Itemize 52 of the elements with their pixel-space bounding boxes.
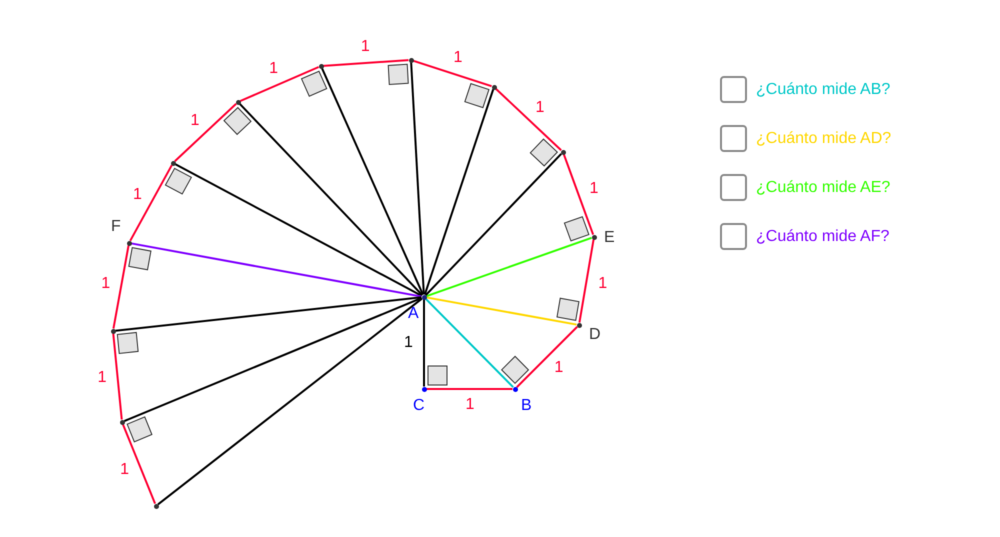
line-segment	[174, 163, 422, 297]
point	[120, 420, 124, 424]
point-label: E	[604, 230, 615, 246]
line-segment	[239, 103, 423, 296]
line-segment	[124, 297, 422, 422]
line-segment	[516, 326, 578, 388]
line-segment	[424, 89, 494, 295]
line-segment	[112, 333, 123, 420]
line-segment	[495, 88, 562, 152]
point	[126, 240, 132, 246]
line-segment	[425, 298, 514, 388]
point-label: F	[111, 219, 121, 235]
point-label: D	[589, 327, 601, 343]
point	[170, 160, 176, 166]
line-segment	[115, 296, 422, 332]
point	[492, 84, 496, 90]
line-segment	[562, 154, 594, 235]
line-segment	[323, 59, 409, 67]
point	[154, 504, 158, 508]
point	[576, 322, 582, 328]
point-label: A	[408, 306, 419, 322]
point	[512, 386, 518, 392]
line-segment	[131, 242, 422, 298]
line-segment	[426, 388, 512, 390]
line-segment	[174, 102, 237, 162]
point	[110, 328, 116, 334]
question-text: ¿Cuánto mide AB?	[756, 80, 890, 100]
line-segment	[426, 296, 577, 326]
point	[236, 100, 240, 104]
line-segment	[240, 66, 320, 102]
line-segment	[410, 62, 425, 295]
line-segment	[129, 164, 173, 242]
point	[422, 386, 426, 392]
point-label: C	[413, 398, 425, 414]
line-segment	[425, 153, 562, 296]
line-segment	[321, 68, 424, 296]
question-text: ¿Cuánto mide AD?	[756, 128, 892, 148]
point	[318, 64, 324, 68]
line-segment	[122, 424, 156, 504]
line-segment	[413, 60, 492, 88]
line-segment	[157, 298, 423, 506]
line-segment	[112, 245, 130, 329]
question-text: ¿Cuánto mide AF?	[756, 226, 890, 246]
line-segment	[426, 236, 592, 298]
line-segment	[423, 300, 425, 386]
line-segment	[578, 239, 595, 323]
point	[592, 234, 596, 240]
point-label: B	[521, 398, 532, 414]
point	[560, 150, 566, 154]
question-text: ¿Cuánto mide AE?	[756, 178, 890, 198]
point	[408, 58, 414, 62]
point	[422, 294, 426, 300]
